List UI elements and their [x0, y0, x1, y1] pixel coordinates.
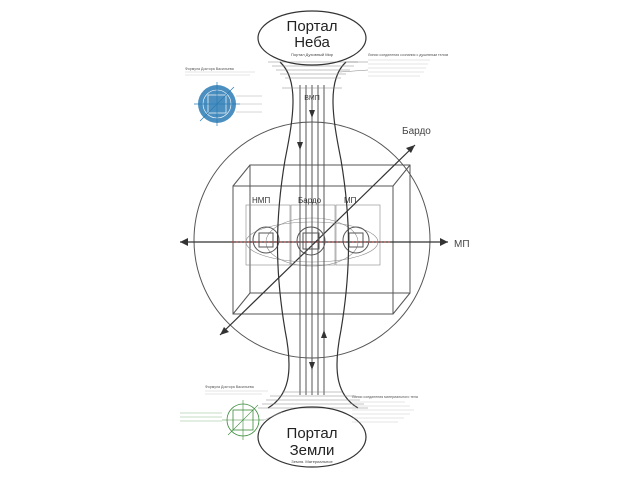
sky-portal-title-1: Портал — [287, 18, 338, 35]
earth-portal-title-2: Земли — [290, 442, 335, 459]
sky-portal-caption: Портал Духовный Мир — [291, 52, 334, 57]
axis-arrow-left — [180, 238, 188, 246]
small-circle-figures — [252, 226, 370, 256]
note-bottom-left-lines — [180, 390, 268, 422]
bardo-axis-label: Бардо — [402, 126, 431, 137]
note-top-right: Линии соединения сознания с душевным тел… — [368, 53, 449, 57]
sky-portal-title-2: Неба — [294, 34, 330, 51]
bardo-arrow-down — [220, 327, 229, 335]
axis-arrow-right — [440, 238, 448, 246]
earth-portal-stripes — [258, 395, 368, 409]
note-bottom-right-lines — [352, 401, 414, 423]
cube-label-left: НМП — [252, 196, 270, 205]
bardo-arrow-up — [406, 145, 415, 153]
cube-label-middle: Бардо — [298, 196, 322, 205]
vertical-funnel — [267, 61, 359, 409]
green-square-figure — [222, 400, 283, 440]
earth-portal-title-1: Портал — [287, 425, 338, 442]
cube-label-right: МП — [344, 196, 357, 205]
top-axis-label: ВМП — [304, 95, 320, 102]
sky-portal-stripes — [268, 61, 358, 79]
earth-portal — [257, 406, 367, 468]
note-bottom-left: Формула Доктора Васильева — [205, 385, 254, 389]
sky-portal — [257, 10, 367, 66]
blue-sphere-figure — [194, 82, 262, 126]
cube — [232, 164, 411, 315]
note-top-right-lines — [339, 59, 430, 77]
cube-sections — [245, 204, 381, 266]
note-top-left: Формула Доктора Васильева — [185, 67, 234, 71]
mp-axis-label: МП — [454, 239, 470, 250]
note-bottom-right: Линии соединения материального тела — [352, 395, 418, 399]
earth-portal-caption: Земля. Материальное — [291, 459, 333, 464]
